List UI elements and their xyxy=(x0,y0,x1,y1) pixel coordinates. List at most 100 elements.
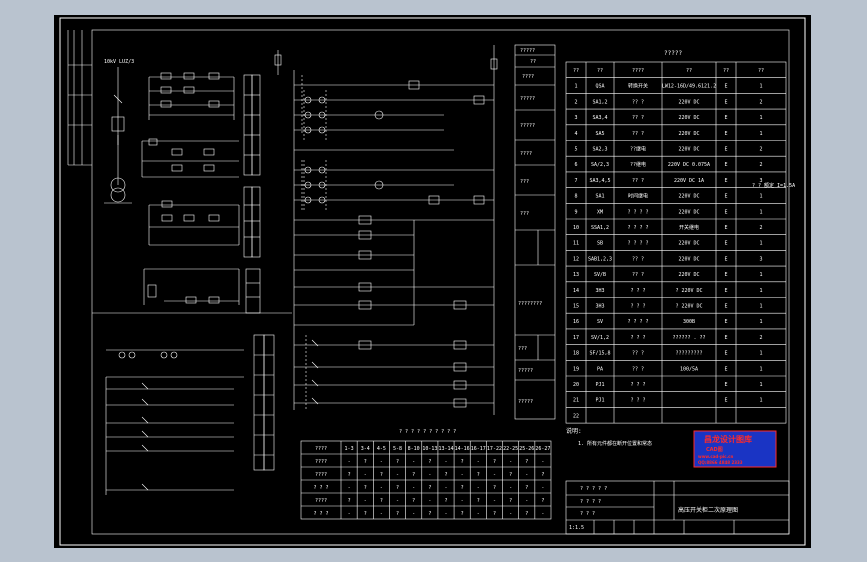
equipment-table-cell: ? ? ? xyxy=(630,398,645,404)
equipment-table-cell: PJ1 xyxy=(595,382,604,388)
equipment-table-cell: 3 xyxy=(759,178,762,184)
equipment-table-cell: 21 xyxy=(573,398,579,404)
switch-table-cell: ? xyxy=(444,472,447,478)
equipment-table-cell: 220V DC xyxy=(678,99,699,105)
equipment-table-cell: 5 xyxy=(574,147,577,153)
equipment-table-cell: 3H3 xyxy=(595,288,604,294)
equipment-table-cell: SA5 xyxy=(595,131,604,137)
switch-table-cell: ? xyxy=(348,472,351,478)
switch-table-cell: - xyxy=(380,459,383,465)
column-label: ??? xyxy=(518,346,527,352)
equipment-table-cell: E xyxy=(724,225,727,231)
switch-table-header: 10-13 xyxy=(422,446,437,452)
equipment-table-cell: ????????? xyxy=(675,351,702,357)
title-row: ? ? ? xyxy=(580,511,595,517)
side-note: ? ? 额定 I=1.5A xyxy=(752,182,795,189)
equipment-table-cell: 7 xyxy=(574,178,577,184)
switch-table-header: ???? xyxy=(315,446,327,452)
lower-left-circuit xyxy=(105,349,244,495)
equipment-table-cell: 开关继电 xyxy=(679,224,699,231)
equipment-table-cell: E xyxy=(724,209,727,215)
equipment-table-cell: E xyxy=(724,178,727,184)
switch-table-cell: - xyxy=(509,485,512,491)
equipment-table-cell: SB xyxy=(597,241,603,247)
scale-code: 1:1.5 xyxy=(569,525,584,531)
column-label: ???? xyxy=(522,74,534,80)
equipment-table-cell: 22 xyxy=(573,413,579,419)
equipment-table-cell: E xyxy=(724,304,727,310)
column-label: ?? xyxy=(530,59,536,65)
switch-table-cell: - xyxy=(525,498,528,504)
equipment-table-cell: XM xyxy=(597,209,603,215)
switch-table-cell: ? xyxy=(444,498,447,504)
equipment-table-cell: E xyxy=(724,335,727,341)
stamp-line-2: QQ:8866 4848 2333 xyxy=(698,460,743,465)
switch-table-cell: ? ? ? xyxy=(313,485,328,491)
switch-table-cell: - xyxy=(396,472,399,478)
switch-table-cell: - xyxy=(493,472,496,478)
equipment-table-cell: 220V DC xyxy=(678,131,699,137)
title-row: ? ? ? ? xyxy=(580,499,601,505)
title-row: ? ? ? ? ? xyxy=(580,486,607,492)
equipment-table-cell: 220V DC xyxy=(678,272,699,278)
switch-table-cell: ? ? ? xyxy=(313,511,328,517)
switch-table-cell: - xyxy=(380,511,383,517)
equipment-table-cell: 10 xyxy=(573,225,579,231)
stamp-line-1: www.cad-pic.cn xyxy=(698,454,733,459)
switch-table-cell: ? xyxy=(396,459,399,465)
switch-table-cell: - xyxy=(509,511,512,517)
column-label: ????? xyxy=(518,368,533,374)
relay-block-2 xyxy=(141,138,239,178)
switch-table-header: 17-22 xyxy=(487,446,502,452)
equipment-table-cell: 3 xyxy=(574,115,577,121)
equipment-table-cell: 15 xyxy=(573,304,579,310)
equipment-table-cell: ? 220V DC xyxy=(675,304,702,310)
equipment-table-header: ?? xyxy=(573,68,579,74)
switch-table-cell: ? xyxy=(477,472,480,478)
equipment-table-cell: 9 xyxy=(574,209,577,215)
equipment-table-cell: 转换开关 xyxy=(628,83,648,90)
equipment-table-title: ????? xyxy=(664,50,682,57)
switch-table-cell: ? xyxy=(461,511,464,517)
schematic-drawing[interactable]: 10kV LUZ/3 xyxy=(54,15,811,548)
switch-table-cell: ? xyxy=(509,498,512,504)
switch-table-cell: ? xyxy=(428,511,431,517)
equipment-table-cell: 220V DC xyxy=(678,256,699,262)
notes-title: 说明: xyxy=(566,427,582,435)
switch-table-cell: ? xyxy=(364,485,367,491)
switch-table-cell: - xyxy=(380,485,383,491)
terminal-strip-1 xyxy=(243,74,261,176)
equipment-table-cell: LW12-16D/49.6121.2 xyxy=(662,84,716,90)
switch-table-cell: - xyxy=(477,511,480,517)
equipment-table-cell: PJ1 xyxy=(595,398,604,404)
stamp-badge: CAD图 xyxy=(706,446,723,453)
equipment-table-cell: 14 xyxy=(573,288,579,294)
equipment-table-cell: ??继电 xyxy=(630,161,646,168)
equipment-table-cell: SF/15,8 xyxy=(589,351,610,357)
equipment-table-cell: ?? ? xyxy=(632,115,644,121)
switch-table-cell: - xyxy=(541,485,544,491)
equipment-table-cell: ?? ? xyxy=(632,272,644,278)
equipment-table-cell: PA xyxy=(597,366,603,372)
equipment-table-cell: E xyxy=(724,366,727,372)
cad-viewport[interactable]: 10kV LUZ/3 xyxy=(54,15,811,548)
switch-table-cell: - xyxy=(477,485,480,491)
notes-line: 1. 所有元件都在断开位置和常态 xyxy=(578,440,652,447)
relay-block-4 xyxy=(143,268,240,305)
equipment-table-cell: ? ? ? xyxy=(630,288,645,294)
equipment-table-cell: QSA xyxy=(595,84,604,90)
equipment-table-cell: E xyxy=(724,288,727,294)
circuit-rungs xyxy=(294,80,494,410)
equipment-table-cell: ? ? ? ? xyxy=(627,241,648,247)
equipment-table-cell: 1 xyxy=(759,288,762,294)
switch-table-cell: ???? xyxy=(315,459,327,465)
equipment-table-cell: 19 xyxy=(573,366,579,372)
equipment-table-cell: 12 xyxy=(573,256,579,262)
equipment-table-cell: 17 xyxy=(573,335,579,341)
switch-table-cell: - xyxy=(348,485,351,491)
relay-block-1 xyxy=(148,72,235,120)
equipment-table-cell: 2 xyxy=(759,162,762,168)
relay-block-3 xyxy=(148,200,240,246)
hv-bus-section: 10kV LUZ/3 xyxy=(104,59,134,204)
